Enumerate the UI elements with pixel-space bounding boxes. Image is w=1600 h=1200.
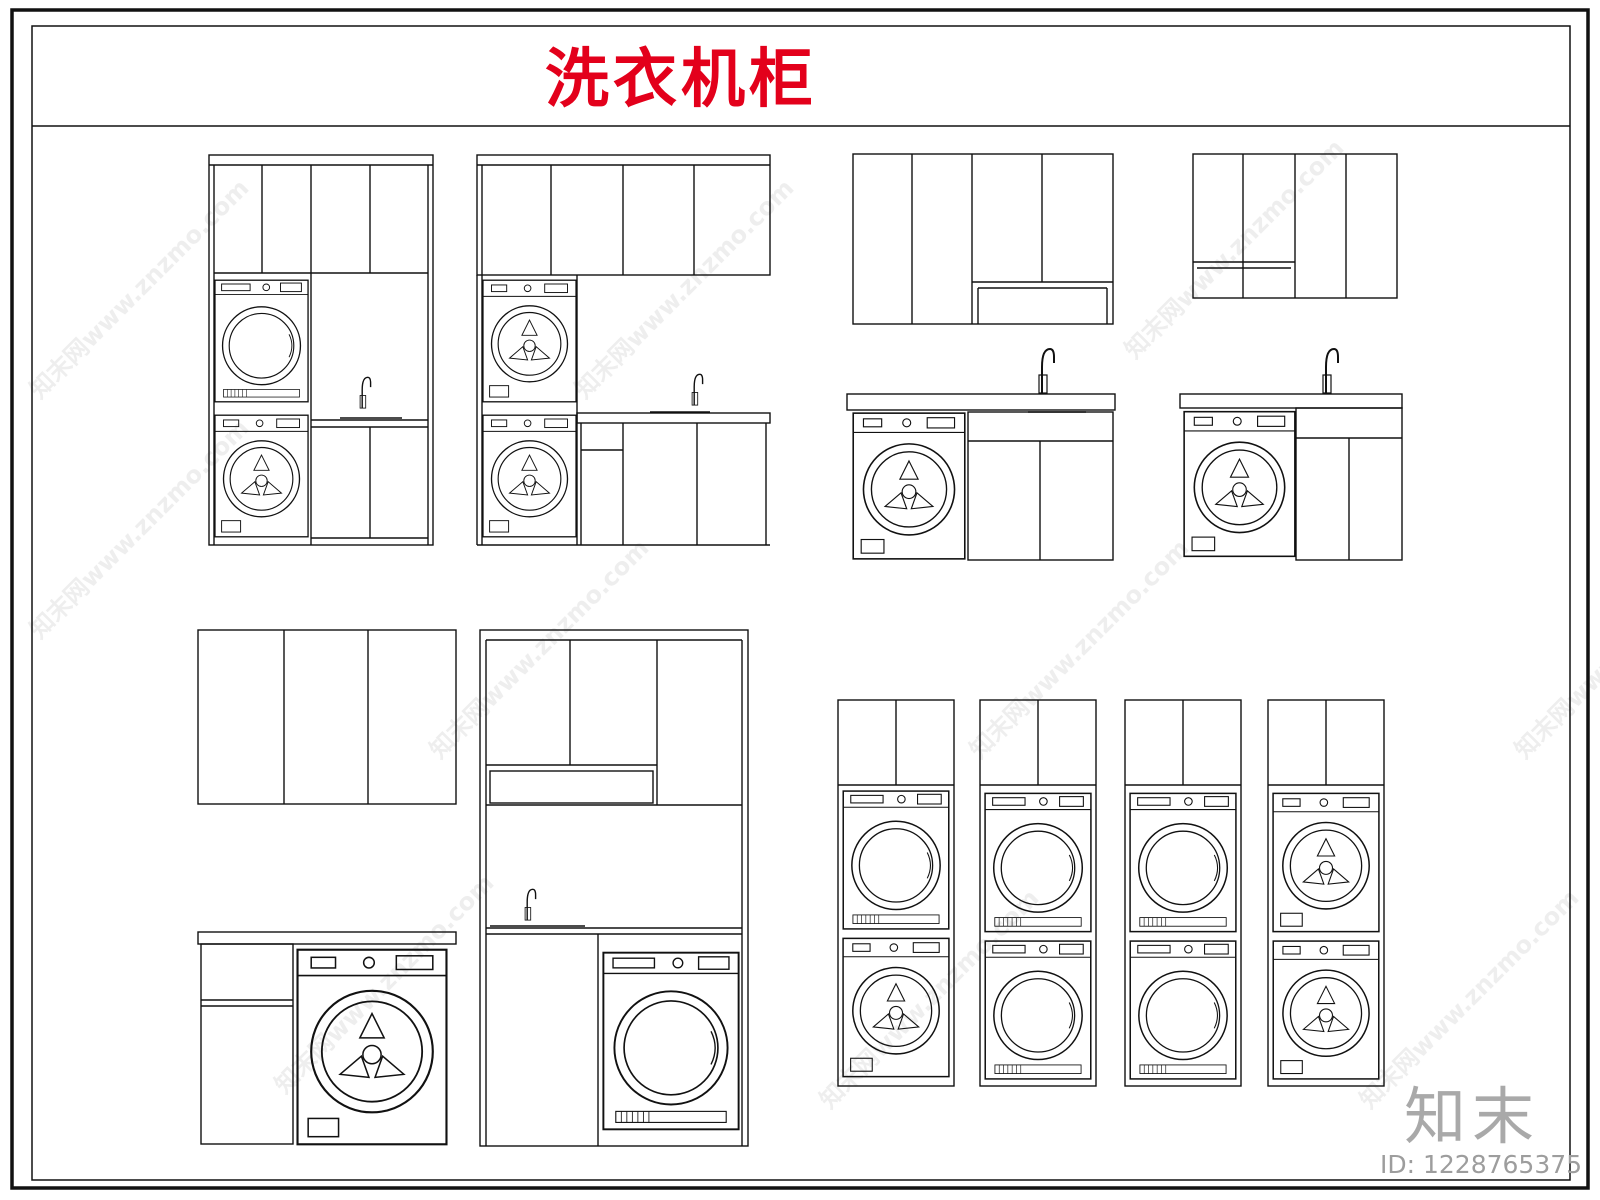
cabinet-elevation-7 xyxy=(837,699,955,1087)
outer-border xyxy=(10,8,1590,1190)
cabinet-elevation-8 xyxy=(979,699,1097,1087)
cabinet-elevation-10 xyxy=(1267,699,1385,1087)
cabinet-elevation-4 xyxy=(1179,153,1403,561)
inner-border xyxy=(31,25,1571,1181)
cabinet-elevation-3 xyxy=(846,153,1116,561)
brand-logo-text: 知末 xyxy=(1404,1080,1541,1153)
cabinet-elevation-2 xyxy=(476,154,771,546)
drawing-id: ID: 1228765375 xyxy=(1380,1150,1583,1179)
cabinet-elevation-9 xyxy=(1124,699,1242,1087)
drawing-title: 洗衣机柜 xyxy=(545,42,817,117)
cabinet-elevation-6 xyxy=(479,629,749,1147)
cabinet-elevation-1 xyxy=(208,154,434,546)
cabinet-elevation-5 xyxy=(197,629,457,1146)
